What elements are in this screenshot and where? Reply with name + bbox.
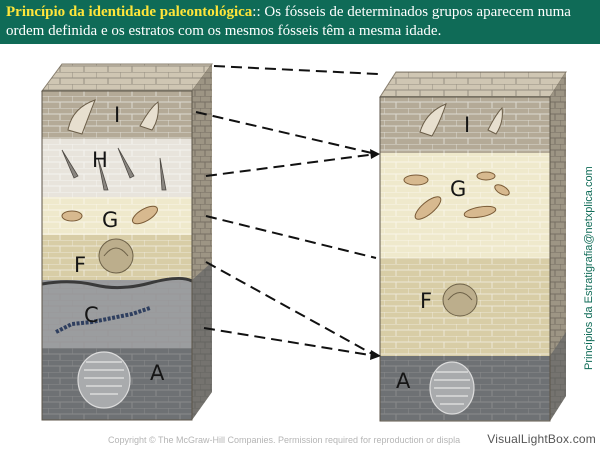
left-rock-column: I H G F C A (41, 63, 213, 421)
correlation-line-top (213, 65, 379, 75)
right-rock-column: I G F A (379, 71, 567, 422)
arrowhead-G (370, 149, 380, 159)
right-layer-label-A: A (396, 369, 411, 393)
fossil-trilobite-icon (77, 351, 131, 409)
unconformity-line (41, 276, 193, 290)
fossil-shell-icon (67, 99, 159, 135)
fossil-brachiopod-icon (98, 238, 134, 274)
right-fossil-shell-icon (419, 103, 503, 137)
fossil-bivalve-icon (61, 205, 158, 225)
header-banner: Princípio da identidade paleontológica::… (0, 0, 600, 44)
right-layer-label-G: G (450, 177, 466, 201)
right-layer-label-F: F (420, 289, 432, 313)
right-fossil-brachiopod-icon (442, 283, 478, 317)
correlation-lines (195, 65, 379, 357)
left-layer-label-A: A (150, 361, 165, 385)
fossil-crinoid-icon (55, 306, 151, 334)
header-separator: :: (252, 4, 265, 20)
right-layer-label-I: I (464, 113, 470, 137)
correlation-arrowheads (370, 149, 381, 360)
correlation-line-G-F (205, 215, 377, 259)
fossil-belemnite-icon (61, 147, 167, 191)
side-credit-text: Princípios da Estratigrafia@netxplica.co… (583, 166, 595, 370)
right-fossil-bivalve-icon (403, 171, 510, 220)
left-layer-label-F: F (74, 253, 86, 277)
header-description: Os fósseis de determinados grupos aparec… (6, 4, 571, 39)
correlation-line-H-G (205, 153, 377, 177)
header-text: Princípio da identidade paleontológica::… (6, 3, 596, 41)
arrowhead-A (370, 350, 381, 360)
correlation-line-I-bottom (195, 111, 377, 155)
correlation-line-F-A (205, 261, 377, 357)
header-title: Princípio da identidade paleontológica (6, 4, 253, 20)
left-layer-label-G: G (102, 208, 118, 232)
left-layer-label-C: C (84, 303, 99, 327)
stratigraphy-diagram: I H G F C A (41, 63, 567, 422)
left-layer-label-I: I (114, 103, 120, 127)
right-fossil-trilobite-icon (429, 361, 475, 415)
copyright-text: Copyright © The McGraw-Hill Companies. P… (108, 435, 461, 445)
watermark-link[interactable]: VisualLightBox.com (487, 432, 596, 446)
left-layer-label-H: H (92, 148, 108, 172)
correlation-line-C-A (203, 327, 377, 357)
